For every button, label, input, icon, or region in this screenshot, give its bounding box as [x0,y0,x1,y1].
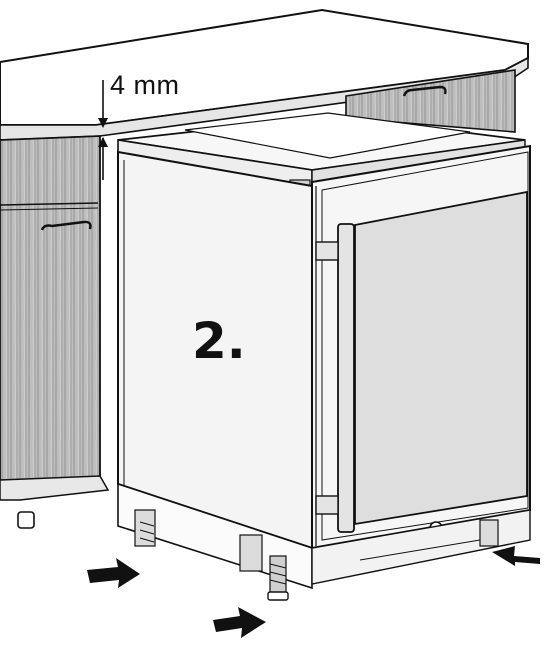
appliance-base [117,482,531,601]
push-arrow-icon [213,607,266,638]
cabinet-foot [17,511,35,529]
gap-arrow-up-icon [98,137,108,147]
appliance-door [311,144,531,550]
gap-label: 4 mm [110,70,180,100]
right-cabinet [345,69,516,133]
left-cabinet [0,135,110,529]
gap-indicator [98,80,108,180]
push-arrow-right [492,546,540,566]
step-number: 2. [192,312,246,370]
push-arrow-icon [87,558,140,588]
push-arrow-icon [492,546,540,566]
push-arrow-left [87,558,140,588]
appliance-side-panel [117,150,313,550]
push-arrow-bottom [213,607,266,638]
door-handle[interactable] [315,223,355,533]
gap-arrow-down-icon [98,118,108,128]
door-glass [354,190,528,526]
